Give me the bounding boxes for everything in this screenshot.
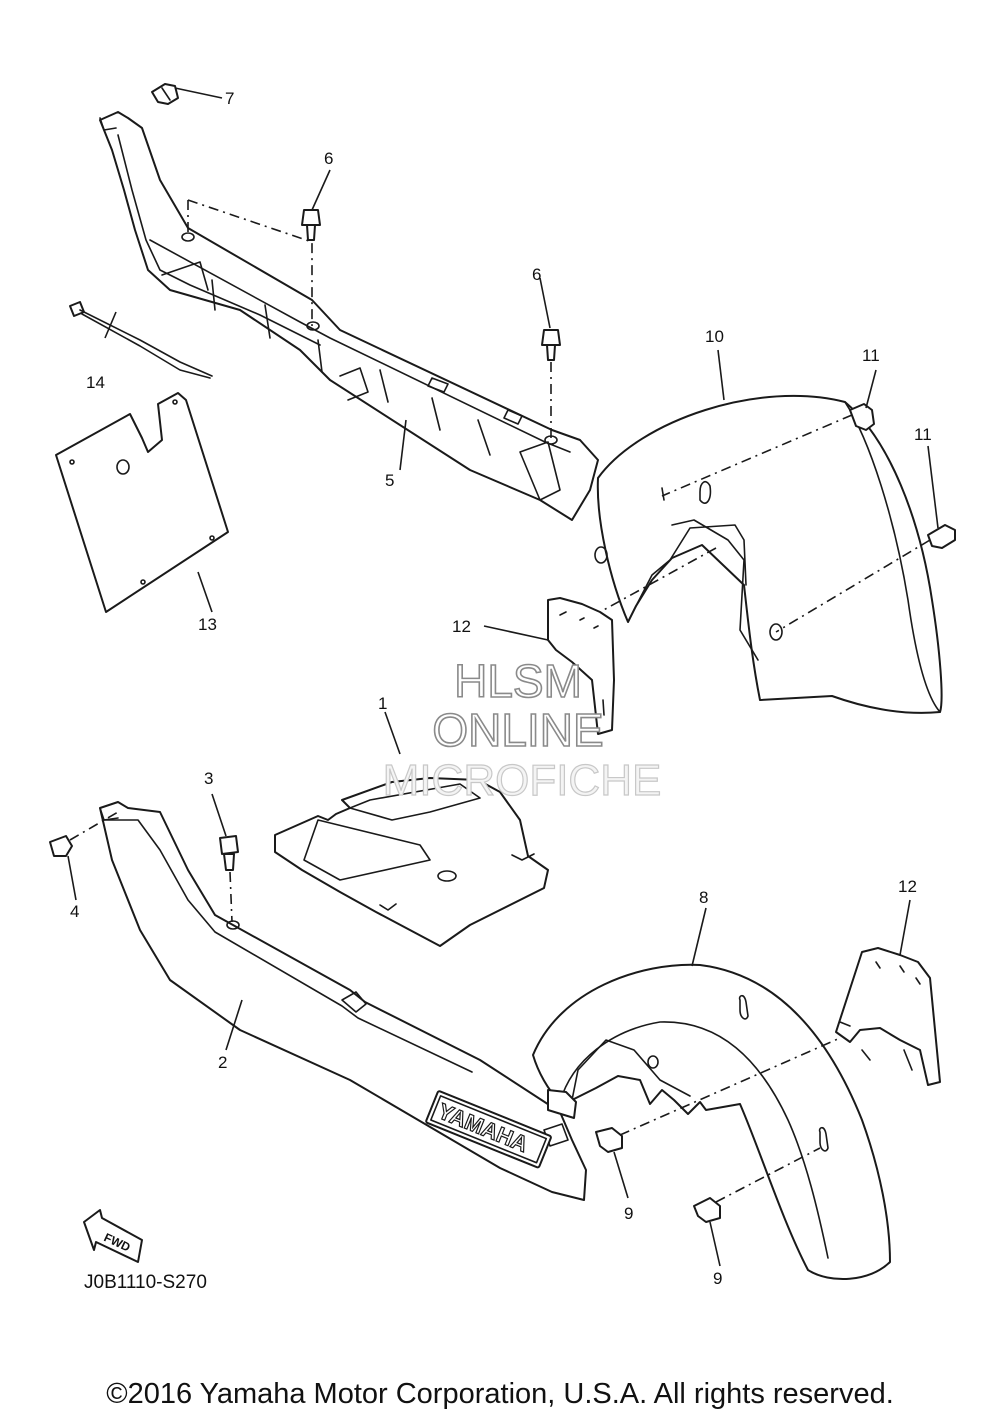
alignment-line — [229, 871, 233, 923]
bolt-7-icon — [151, 83, 179, 105]
callout-11-lower: 11 — [914, 425, 932, 444]
bolt-3-icon — [219, 835, 239, 871]
alignment-line — [69, 811, 119, 841]
part-2-lower-side-cover: YAMAHA — [99, 801, 587, 1201]
callout-12-upper: 12 — [452, 617, 471, 636]
callout-10: 10 — [705, 327, 724, 346]
part-5-side-cover — [99, 111, 599, 521]
part-1-floor-plate — [274, 777, 549, 947]
bolt-4-icon — [49, 835, 73, 857]
alignment-line — [715, 1147, 821, 1203]
bolt-6-upper-icon — [301, 209, 321, 241]
callout-13: 13 — [198, 615, 217, 634]
callout-6-lower: 6 — [532, 265, 541, 284]
reference-code: J0B1110-S270 — [84, 1272, 207, 1293]
fwd-arrow-icon: FWD — [83, 1209, 143, 1263]
callout-14: 14 — [86, 373, 105, 392]
callout-2: 2 — [218, 1053, 227, 1072]
callout-11-upper: 11 — [862, 346, 880, 365]
callout-9-upper: 9 — [624, 1204, 633, 1223]
watermark-line-2: ONLINE — [432, 704, 603, 756]
callout-8: 8 — [699, 888, 708, 907]
callout-3: 3 — [204, 769, 213, 788]
part-14-cable-tie — [69, 301, 213, 379]
part-12-bracket-lower — [835, 947, 941, 1086]
callout-7: 7 — [225, 89, 234, 108]
bolt-9-upper-icon — [595, 1127, 623, 1153]
alignment-line — [599, 547, 717, 613]
bolt-11-lower-icon — [927, 524, 956, 549]
alignment-line — [775, 539, 931, 633]
watermark-line-1: HLSM — [454, 655, 582, 707]
part-8-rear-fender — [532, 963, 891, 1280]
alignment-line — [619, 1037, 841, 1136]
part-12-bracket-upper — [547, 597, 615, 735]
watermark-line-3: MICROFICHE — [383, 756, 662, 805]
callout-6-upper: 6 — [324, 149, 333, 168]
bolt-9-lower-icon — [693, 1197, 721, 1223]
callout-9-lower: 9 — [713, 1269, 722, 1288]
callout-labels: 1 2 3 4 5 6 6 7 8 9 9 10 11 11 12 12 13 … — [70, 89, 932, 1288]
bolt-6-lower-icon — [541, 329, 561, 361]
callout-12-lower: 12 — [898, 877, 917, 896]
alignment-line — [661, 414, 853, 497]
watermark: HLSM ONLINE MICROFICHE — [382, 654, 662, 805]
copyright-notice: ©2016 Yamaha Motor Corporation, U.S.A. A… — [106, 1378, 894, 1410]
callout-1: 1 — [378, 694, 387, 713]
callout-4: 4 — [70, 902, 79, 921]
part-10-front-fender — [594, 394, 943, 714]
bolt-11-upper-icon — [849, 403, 875, 431]
callout-5: 5 — [385, 471, 394, 490]
leader-lines — [67, 87, 939, 1267]
part-13-plate — [55, 392, 229, 613]
